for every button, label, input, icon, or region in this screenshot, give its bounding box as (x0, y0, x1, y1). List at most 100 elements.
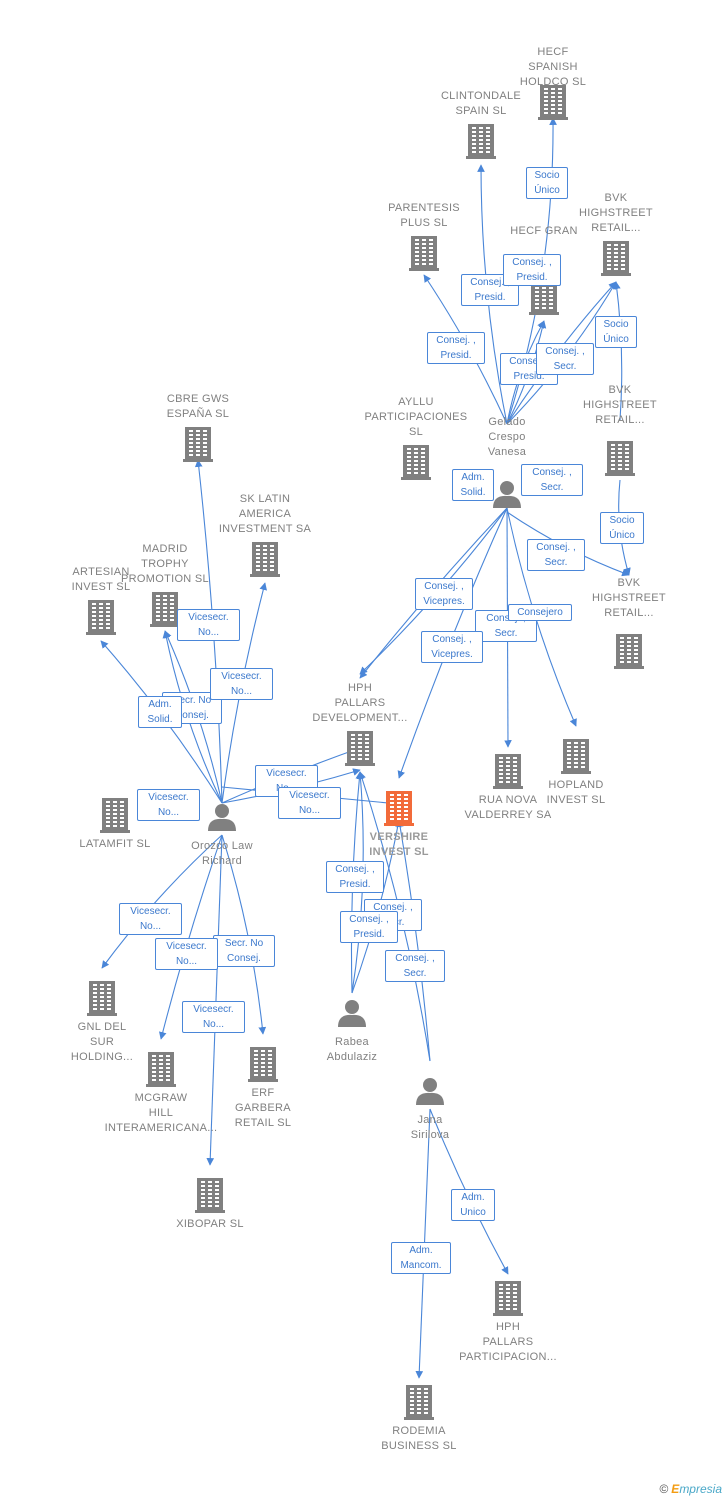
building-icon-parentesis[interactable] (409, 236, 439, 271)
node-label-xibopar[interactable]: XIBOPAR SL (140, 1217, 280, 1232)
relation-badge-b25[interactable]: Vicesecr. No... (155, 938, 218, 970)
relation-badge-b14[interactable]: Consejero (508, 604, 572, 621)
node-label-text: Rabea Abdulaziz (326, 1036, 378, 1063)
relation-badge-b19[interactable]: Adm. Solid. (138, 696, 182, 728)
node-label-text: Jana Sirilova (410, 1114, 450, 1141)
node-label-clintondale[interactable]: CLINTONDALE SPAIN SL (411, 89, 551, 119)
relation-badge-b15[interactable]: Consej. , Vicepres. (421, 631, 483, 663)
relation-edge-orozco-mcgraw (158, 834, 223, 1040)
relation-badge-b30[interactable]: Consej. , Secr. (385, 950, 445, 982)
node-label-madrid_trophy[interactable]: MADRID TROPHY PROMOTION SL (95, 542, 235, 587)
relation-badge-b8[interactable]: Adm. Solid. (452, 469, 494, 501)
node-label-latamfit[interactable]: LATAMFIT SL (45, 837, 185, 852)
relation-badge-b9[interactable]: Consej. , Secr. (521, 464, 583, 496)
relation-edge-bvk2-bvk1 (613, 281, 623, 421)
node-label-gelado[interactable]: Gelado Crespo Vanesa (437, 415, 577, 460)
node-label-cbre[interactable]: CBRE GWS ESPAÑA SL (128, 392, 268, 422)
building-icon-erf[interactable] (248, 1047, 278, 1082)
person-icon-orozco[interactable] (208, 804, 236, 831)
node-label-hph_part[interactable]: HPH PALLARS PARTICIPACION... (438, 1320, 578, 1365)
building-icon-xibopar[interactable] (195, 1178, 225, 1213)
node-label-rabea[interactable]: Rabea Abdulaziz (282, 1035, 422, 1065)
relation-badge-b29[interactable]: Consej. , Presid. (340, 911, 398, 943)
node-label-text: HECF SPANISH HOLDCO SL (519, 46, 587, 88)
building-icon-gnl[interactable] (87, 981, 117, 1016)
node-label-text: BVK HIGHSTREET RETAIL... (583, 384, 657, 426)
relation-badge-b26[interactable]: Vicesecr. No... (182, 1001, 245, 1033)
building-icon-mcgraw[interactable] (146, 1052, 176, 1087)
node-label-text: HPH PALLARS DEVELOPMENT... (312, 682, 408, 724)
node-label-text: RODEMIA BUSINESS SL (381, 1425, 457, 1452)
node-label-erf[interactable]: ERF GARBERA RETAIL SL (193, 1086, 333, 1131)
node-label-mcgraw[interactable]: MCGRAW HILL INTERAMERICANA... (91, 1091, 231, 1136)
relation-badge-b3[interactable]: Consej. , Presid. (503, 254, 561, 286)
node-label-ayllu[interactable]: AYLLU PARTICIPACIONES SL (346, 395, 486, 440)
building-icon-madrid_trophy[interactable] (150, 592, 180, 627)
building-icon-clintondale[interactable] (466, 124, 496, 159)
relation-badge-b10[interactable]: Consej. , Secr. (527, 539, 585, 571)
person-icon-gelado[interactable] (493, 481, 521, 508)
building-icon-hecf_spanish[interactable] (538, 85, 568, 120)
node-label-hecf_spanish[interactable]: HECF SPANISH HOLDCO SL (483, 45, 623, 90)
node-label-sk_latin[interactable]: SK LATIN AMERICA INVESTMENT SA (195, 492, 335, 537)
node-label-text: SK LATIN AMERICA INVESTMENT SA (218, 493, 312, 535)
relation-edge-orozco-gnl (101, 834, 223, 969)
relation-badge-b16[interactable]: Vicesecr. No... (177, 609, 240, 641)
node-label-hecf_gran[interactable]: HECF GRAN (474, 224, 614, 239)
node-label-rodemia[interactable]: RODEMIA BUSINESS SL (349, 1424, 489, 1454)
building-icon-artesian[interactable] (86, 600, 116, 635)
node-label-text: CLINTONDALE SPAIN SL (440, 90, 522, 117)
relation-badge-b1[interactable]: Socio Único (526, 167, 568, 199)
node-label-rua_nova[interactable]: RUA NOVA VALDERREY SA (438, 793, 578, 823)
building-icon-vershire[interactable] (384, 791, 414, 826)
building-icon-hph_dev[interactable] (345, 731, 375, 766)
relation-badge-b32[interactable]: Adm. Mancom. (391, 1242, 451, 1274)
relation-badge-b20[interactable]: Vicesecr. No... (137, 789, 200, 821)
node-label-text: MADRID TROPHY PROMOTION SL (121, 543, 209, 585)
node-label-bvk3[interactable]: BVK HIGHSTREET RETAIL... (559, 576, 699, 621)
relation-badge-b11[interactable]: Socio Único (600, 512, 644, 544)
building-icon-latamfit[interactable] (100, 798, 130, 833)
node-label-text: LATAMFIT SL (79, 838, 151, 850)
node-label-hopland[interactable]: HOPLAND INVEST SL (506, 778, 646, 808)
watermark-logo-e: E (671, 1482, 680, 1496)
person-icon-jana[interactable] (416, 1078, 444, 1105)
relation-badge-b31[interactable]: Adm. Unico (451, 1189, 495, 1221)
node-label-bvk2[interactable]: BVK HIGHSTREET RETAIL... (550, 383, 690, 428)
building-icon-hopland[interactable] (561, 739, 591, 774)
relation-badge-b24[interactable]: Secr. No Consej. (213, 935, 275, 967)
node-label-text: RUA NOVA VALDERREY SA (464, 794, 552, 821)
relation-edge-jana-vershire (396, 819, 431, 1062)
relation-badge-b6[interactable]: Consej. , Secr. (536, 343, 594, 375)
building-icon-sk_latin[interactable] (250, 542, 280, 577)
node-label-gnl[interactable]: GNL DEL SUR HOLDING... (32, 1020, 172, 1065)
building-icon-bvk2[interactable] (605, 441, 635, 476)
person-icon-rabea[interactable] (338, 1000, 366, 1027)
building-icon-ayllu[interactable] (401, 445, 431, 480)
building-icon-hph_part[interactable] (493, 1281, 523, 1316)
node-label-parentesis[interactable]: PARENTESIS PLUS SL (354, 201, 494, 231)
building-icon-bvk3[interactable] (614, 634, 644, 669)
relation-badge-b27[interactable]: Consej. , Presid. (326, 861, 384, 893)
relation-badge-b18[interactable]: Vicesecr. No... (210, 668, 273, 700)
relation-badge-b23[interactable]: Vicesecr. No... (119, 903, 182, 935)
relation-badge-b4[interactable]: Consej. , Presid. (427, 332, 485, 364)
node-label-text: HOPLAND INVEST SL (546, 779, 606, 806)
node-label-text: VERSHIRE INVEST SL (369, 831, 429, 858)
node-label-text: HPH PALLARS PARTICIPACION... (459, 1321, 557, 1363)
node-label-text: AYLLU PARTICIPACIONES SL (364, 396, 468, 438)
node-label-orozco[interactable]: Orozco Law Richard (152, 839, 292, 869)
node-label-bvk1[interactable]: BVK HIGHSTREET RETAIL... (546, 191, 686, 236)
watermark-logo-text: mpresia (679, 1482, 722, 1496)
building-icon-rua_nova[interactable] (493, 754, 523, 789)
building-icon-cbre[interactable] (183, 427, 213, 462)
relation-badge-b7[interactable]: Socio Único (595, 316, 637, 348)
building-icon-bvk1[interactable] (601, 241, 631, 276)
node-label-jana[interactable]: Jana Sirilova (360, 1113, 500, 1143)
relation-badge-b22[interactable]: Vicesecr. No... (278, 787, 341, 819)
node-label-hph_dev[interactable]: HPH PALLARS DEVELOPMENT... (290, 681, 430, 726)
building-icon-rodemia[interactable] (404, 1385, 434, 1420)
node-label-vershire[interactable]: VERSHIRE INVEST SL (329, 830, 469, 860)
node-label-artesian[interactable]: ARTESIAN INVEST SL (31, 565, 171, 595)
relation-badge-b12[interactable]: Consej. , Vicepres. (415, 578, 473, 610)
